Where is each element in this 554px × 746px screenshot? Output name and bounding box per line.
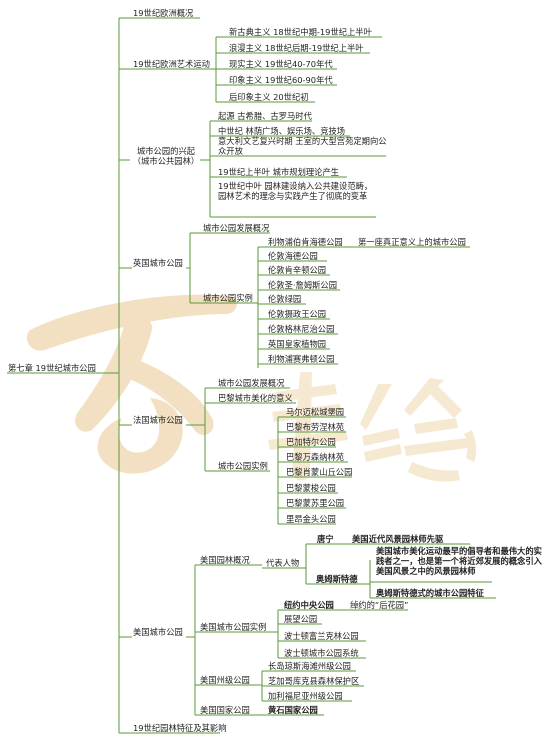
us-national-label: 美国国家公园 [200, 705, 250, 715]
us-person-olmsted: 奥姆斯特德 [316, 574, 358, 584]
us-case: 纽约中央公园 [284, 600, 334, 610]
us-state-label: 美国州级公园 [200, 675, 250, 685]
us-central-note: 绰约的“后花园” [350, 600, 409, 610]
art-movement-item: 后印象主义 20世纪初 [229, 92, 309, 102]
uk-case: 利物浦赛弗顿公园 [268, 354, 335, 364]
uk-case: 伦敦海德公园 [268, 251, 318, 261]
uk-cases-label: 城市公园实例 [203, 293, 253, 303]
art-movement-item: 浪漫主义 18世纪后期-19世纪上半叶 [229, 43, 364, 53]
uk-case: 伦敦格林尼治公园 [268, 324, 335, 334]
park-rise-item: 起源 古希腊、古罗马时代 [218, 111, 312, 121]
uk-case: 伦敦摄政王公园 [268, 309, 327, 319]
us-rep-label: 代表人物 [266, 558, 300, 568]
us-state-park: 芝加哥库克县森林保护区 [268, 676, 360, 686]
node-france-parks: 法国城市公园 [133, 415, 183, 425]
uk-case: 伦敦圣·詹姆斯公园 [268, 280, 338, 290]
france-case: 巴黎布劳涅林苑 [286, 422, 345, 432]
node-features-influence: 19世纪园林特征及其影响 [133, 723, 227, 733]
us-case: 波士顿城市公园系统 [284, 648, 359, 658]
france-cases-label: 城市公园实例 [218, 461, 268, 471]
france-case: 马尔迈松城堡园 [286, 407, 345, 417]
france-case: 巴黎肖蒙山丘公园 [286, 467, 353, 477]
park-rise-item: 意大利文艺复兴时期 王室的大型宫苑定期向公众开放 [218, 136, 387, 156]
uk-case: 伦敦肯辛顿公园 [268, 265, 327, 275]
us-state-park: 长岛琼斯海滩州级公园 [268, 661, 351, 671]
us-national-park: 黄石国家公园 [268, 705, 318, 715]
uk-case: 利物浦伯肯海德公园 [268, 237, 343, 247]
node-park-rise: 城市公园的兴起（城市公共园林） [132, 146, 200, 166]
art-movement-item: 现实主义 19世纪40-70年代 [229, 59, 333, 69]
park-rise-item: 19世纪上半叶 城市规划理论产生 [218, 167, 340, 177]
uk-first-note: 第一座真正意义上的城市公园 [358, 237, 466, 247]
france-case: 巴加特尔公园 [286, 437, 336, 447]
france-item: 巴黎城市美化的意义 [218, 393, 293, 403]
us-case: 展望公园 [284, 614, 318, 624]
node-us-parks: 美国城市公园 [133, 627, 183, 637]
park-rise-item: 19世纪中叶 园林建设纳入公共建设范畴，园林艺术的理念与实践产生了彻底的变革 [218, 181, 373, 201]
us-cases-label: 美国城市公园实例 [200, 622, 267, 632]
node-europe-art-movements: 19世纪欧洲艺术运动 [133, 59, 210, 69]
park-rise-item: 中世纪 林荫广场、娱乐场、竞技场 [218, 126, 346, 136]
france-case: 巴黎蒙梭公园 [286, 483, 336, 493]
uk-case: 英国皇家植物园 [268, 339, 327, 349]
france-case: 里昂金头公园 [286, 514, 336, 524]
france-item: 城市公园发展概况 [218, 378, 285, 388]
france-case: 巴黎万森纳林苑 [286, 452, 345, 462]
art-movement-item: 印象主义 19世纪60-90年代 [229, 75, 333, 85]
uk-overview: 城市公园发展概况 [203, 223, 270, 233]
us-overview: 美国园林概况 [200, 555, 250, 565]
us-olmsted-desc: 美国城市美化运动最早的倡导者和最伟大的实践者之一，也是第一个将近郊发展的概念引入… [376, 546, 542, 576]
node-europe-overview: 19世纪欧洲概况 [133, 8, 194, 18]
us-olmsted-feature: 奥姆斯特德式的城市公园特征 [376, 588, 484, 598]
us-case: 波士顿富兰克林公园 [284, 631, 359, 641]
node-uk-parks: 英国城市公园 [133, 258, 183, 268]
france-case: 巴黎蒙苏里公园 [286, 498, 345, 508]
art-movement-item: 新古典主义 18世纪中期-19世纪上半叶 [229, 27, 372, 37]
root-topic: 第七章 19世纪城市公园 [8, 363, 96, 373]
us-person-downing: 唐宁 [317, 534, 334, 544]
us-downing-desc: 美国近代风景园林师先驱 [352, 534, 444, 544]
us-state-park: 加利福尼亚州级公园 [268, 691, 343, 701]
uk-case: 伦敦绿园 [268, 294, 302, 304]
